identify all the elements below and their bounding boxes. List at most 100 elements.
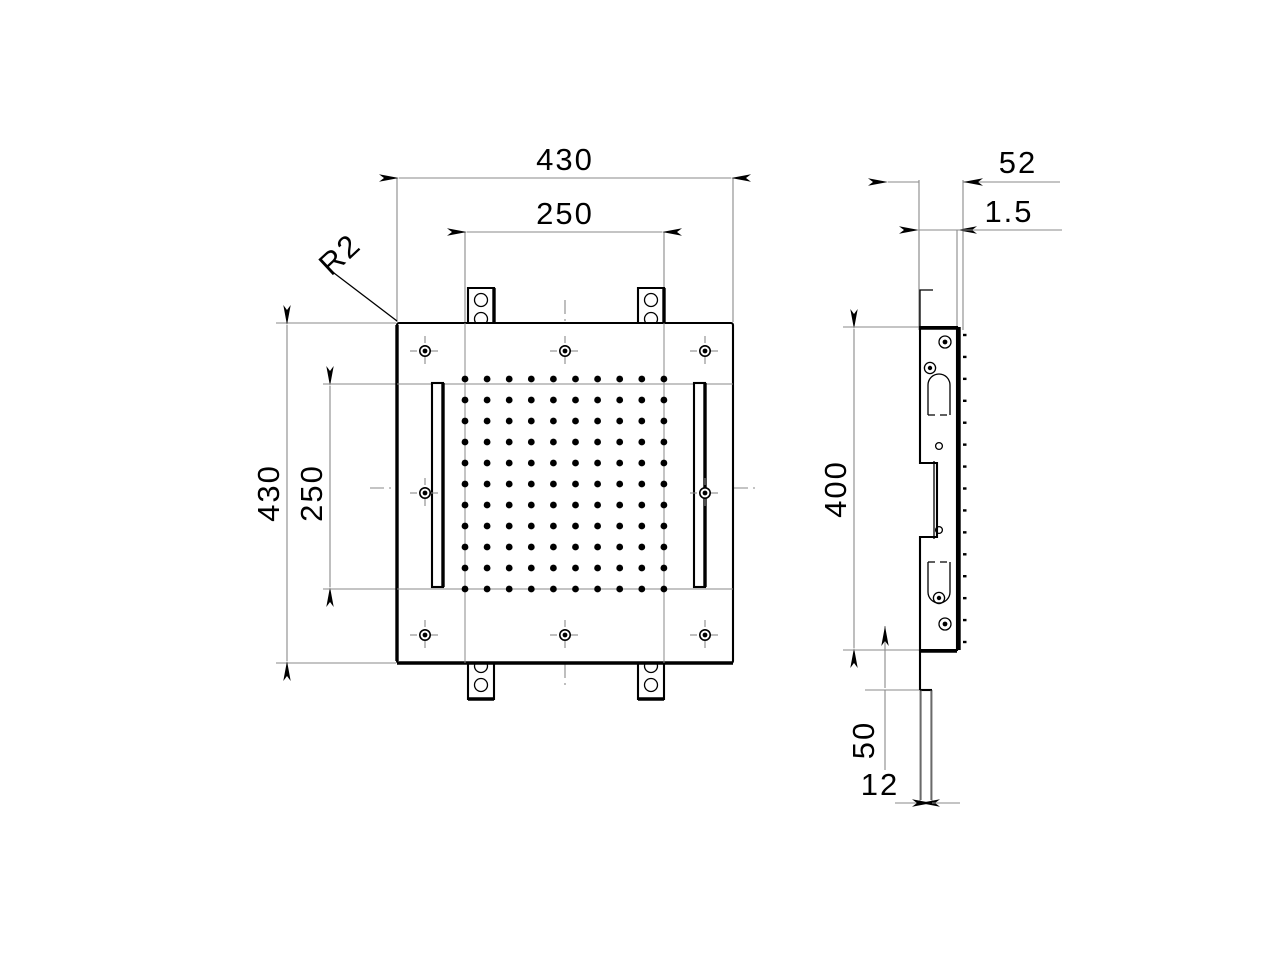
perforation-dot — [594, 480, 601, 488]
side-view-construction — [843, 326, 930, 691]
dimension-front-width: 430 — [379, 142, 751, 322]
perforation-dot — [660, 396, 668, 404]
perforation-dot — [660, 543, 668, 551]
dimension-front-height: 430 — [251, 305, 396, 681]
perforation-dot — [550, 480, 557, 488]
perforation-dot — [638, 417, 646, 425]
dimension-side-depth: 52 — [868, 145, 1060, 330]
perforation-dot — [527, 417, 535, 425]
perforation-dot — [461, 564, 469, 572]
tab-hole-icon — [643, 292, 659, 308]
fastener-crosshair-icon — [690, 336, 720, 366]
perforation-dot — [616, 417, 624, 425]
perforation-dot — [594, 501, 601, 509]
dimension-label-12: 12 — [861, 767, 899, 802]
fastener-concentric-icon — [938, 617, 952, 631]
perforation-dot — [483, 396, 491, 404]
perforation-dot — [550, 438, 557, 446]
perforation-dot — [505, 417, 513, 425]
side-view-slot-upper — [927, 373, 951, 416]
perforation-dot — [550, 543, 557, 551]
perforation-dot — [638, 543, 646, 551]
perforation-dot — [594, 375, 601, 383]
fastener-crosshair-icon — [690, 620, 720, 650]
fastener-crosshair-icon — [690, 478, 720, 508]
dimension-corner-radius: R2 — [312, 227, 398, 322]
perforation-dot — [594, 438, 601, 446]
perforation-dot — [616, 480, 624, 488]
perforation-dot — [594, 564, 601, 572]
front-view: 430 250 430 250 R2 — [251, 142, 760, 701]
front-slot-right — [692, 381, 707, 589]
side-view-fasteners — [923, 335, 952, 631]
perforation-dot — [483, 480, 491, 488]
perforation-dot — [527, 438, 535, 446]
fastener-crosshair-icon — [410, 620, 440, 650]
perforation-dot — [660, 480, 668, 488]
small-hole-icon — [934, 525, 944, 535]
perforation-dot — [483, 417, 491, 425]
fastener-concentric-icon — [923, 361, 937, 375]
perforation-dot — [638, 480, 646, 488]
perforation-dot — [572, 438, 579, 446]
perforation-dot — [616, 522, 624, 530]
fastener-markers — [410, 336, 720, 650]
perforation-dot — [616, 459, 624, 467]
perforation-dot — [550, 459, 557, 467]
perforation-dot — [505, 396, 513, 404]
perforation-dot — [594, 417, 601, 425]
perforation-dot — [527, 396, 535, 404]
perforation-dot — [594, 585, 601, 593]
perforation-dot — [461, 438, 469, 446]
dimension-label-430-left: 430 — [251, 464, 286, 522]
perforation-dot — [505, 543, 513, 551]
fastener-concentric-icon — [932, 591, 946, 605]
perforation-dot — [550, 585, 557, 593]
dimension-label-52: 52 — [999, 145, 1037, 180]
dimension-label-250-top: 250 — [536, 196, 594, 231]
perforation-dot — [483, 459, 491, 467]
perforation-dot — [483, 564, 491, 572]
dimension-side-height: 400 — [818, 309, 930, 668]
perforation-dot — [461, 543, 469, 551]
perforation-dot — [616, 501, 624, 509]
perforation-dot — [505, 375, 513, 383]
perforation-dot — [483, 438, 491, 446]
perforation-dot — [527, 480, 535, 488]
perforation-dot — [527, 375, 535, 383]
fastener-crosshair-icon — [550, 336, 580, 366]
perforation-dot — [572, 375, 579, 383]
dimension-side-offset: 50 — [846, 626, 930, 770]
perforation-dot — [461, 501, 469, 509]
perforation-dot — [638, 459, 646, 467]
perforation-dot — [483, 501, 491, 509]
perforation-dot — [638, 564, 646, 572]
perforation-dot — [550, 375, 557, 383]
dimension-label-400: 400 — [818, 460, 853, 518]
perforation-dot — [572, 459, 579, 467]
perforation-dot — [461, 375, 469, 383]
side-view: 52 1.5 400 50 — [818, 145, 1062, 807]
perforation-dot — [594, 459, 601, 467]
perforation-dot — [572, 396, 579, 404]
perforation-dot — [461, 522, 469, 530]
perforation-dot — [461, 459, 469, 467]
perforation-dot — [572, 480, 579, 488]
perforation-dot — [616, 438, 624, 446]
side-view-tail — [918, 650, 932, 800]
perforation-dot — [483, 522, 491, 530]
perforation-dot — [550, 522, 557, 530]
front-plate-outline — [395, 321, 735, 665]
tab-hole-icon — [473, 677, 489, 693]
dimension-label-1-5: 1.5 — [984, 194, 1033, 229]
perforation-dot — [527, 564, 535, 572]
perforation-dot — [616, 543, 624, 551]
perforation-dot — [660, 438, 668, 446]
perforation-dot — [572, 417, 579, 425]
perforation-dot — [461, 396, 469, 404]
tab-hole-icon — [643, 677, 659, 693]
side-view-edge-ticks — [963, 333, 967, 644]
side-view-top-hook — [919, 289, 933, 327]
perforation-dot — [660, 522, 668, 530]
perforation-dot — [550, 501, 557, 509]
